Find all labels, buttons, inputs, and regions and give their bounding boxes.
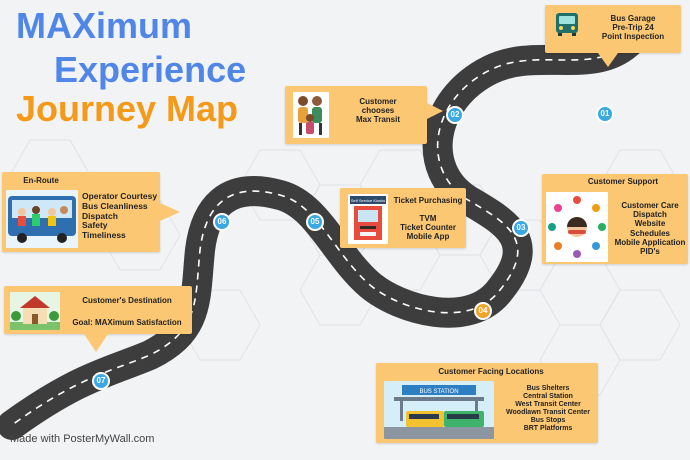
stop-05-line-3: Mobile App [406,232,450,242]
stop-04-marker: 04 [474,302,492,320]
stop-07-pointer [84,334,108,352]
stop-07-title: Customer's Destination [82,296,172,305]
stop-01-line-2: Pre-Trip 24 [612,23,654,33]
bus-interior-icon [6,190,78,248]
stop-01-line-3: Point Inspection [601,32,665,42]
stop-03-title: Customer Support [587,177,659,186]
bus-front-icon [553,11,581,37]
stop-03-line-5: Mobile Application [614,237,686,247]
stop-04-card: Customer Facing Locations BUS STATION Bu… [376,363,598,443]
stop-01-pointer [598,53,618,67]
stop-06-line-5: Timeliness [82,230,126,241]
title-line-3: Journey Map [16,88,239,129]
stop-04-line-3: West Transit Center [515,401,581,409]
stop-06-pointer [160,203,180,221]
stop-03-card: Customer Support Customer Care Dispatch … [542,174,688,264]
stop-05-line-1: TVM [419,214,437,223]
stop-02-line-3: Max Transit [355,115,400,125]
stop-04-line-6: BRT Platforms [523,425,573,433]
stop-05-sign: Self Service Kiosks [351,198,385,203]
stop-06-line-4: Safety [82,220,108,231]
stop-05-marker: 05 [306,213,324,231]
stop-04-line-4: Woodlawn Transit Center [506,409,590,417]
stop-07-marker: 07 [92,372,110,390]
support-agent-icon [546,192,608,262]
stop-01-card: Bus Garage Pre-Trip 24 Point Inspection [545,5,681,53]
stop-06-line-1: Operator Courtesy [82,191,158,201]
stop-04-line-2: Central Station [523,393,573,401]
title-line-1: MAXimum [16,5,193,46]
stop-07-line-1: Goal: MAXimum Satisfaction [72,318,182,327]
stop-01-marker: 01 [596,105,614,123]
stop-02-line-2: chooses [361,106,395,116]
stop-02-card: Customer chooses Max Transit [285,86,427,144]
stop-06-marker: 06 [213,213,231,231]
stop-02-line-1: Customer [359,97,397,106]
ticket-machine-icon: Self Service Kiosks [348,194,388,244]
stop-05-line-2: Ticket Counter [400,223,456,233]
stop-03-marker: 03 [512,219,530,237]
stop-03-line-6: PID's [640,246,660,256]
watermark-footer: Made with PosterMyWall.com [10,433,155,445]
stop-06-card: En-Route Operator Courtesy Bus Cleanline… [2,172,160,252]
stop-04-title: Customer Facing Locations [438,367,544,376]
stop-01-line-1: Bus Garage [610,14,656,23]
stop-07-card: Customer's Destination Goal: MAXimum Sat… [4,286,192,334]
stop-05-card: Self Service Kiosks Ticket Purchasing TV… [340,188,466,248]
stop-05-title: Ticket Purchasing [393,196,463,205]
bus-station-icon: BUS STATION [384,381,494,439]
house-icon [10,292,60,330]
family-icon [293,92,329,138]
stop-04-sign: BUS STATION [419,389,458,395]
stop-03-line-3: Website [634,219,666,229]
stop-06-line-2: Bus Cleanliness [82,200,148,211]
stop-03-line-4: Schedules [629,228,670,238]
stop-02-marker: 02 [446,106,464,124]
stop-03-line-1: Customer Care [621,201,679,210]
title-line-2: Experience [54,49,247,90]
stop-04-line-1: Bus Shelters [526,385,570,392]
stop-03-line-2: Dispatch [633,210,667,220]
stop-04-line-5: Bus Stops [530,417,566,425]
stop-02-pointer [427,103,443,119]
stop-06-title: En-Route [23,176,59,185]
stop-06-line-3: Dispatch [82,210,118,221]
